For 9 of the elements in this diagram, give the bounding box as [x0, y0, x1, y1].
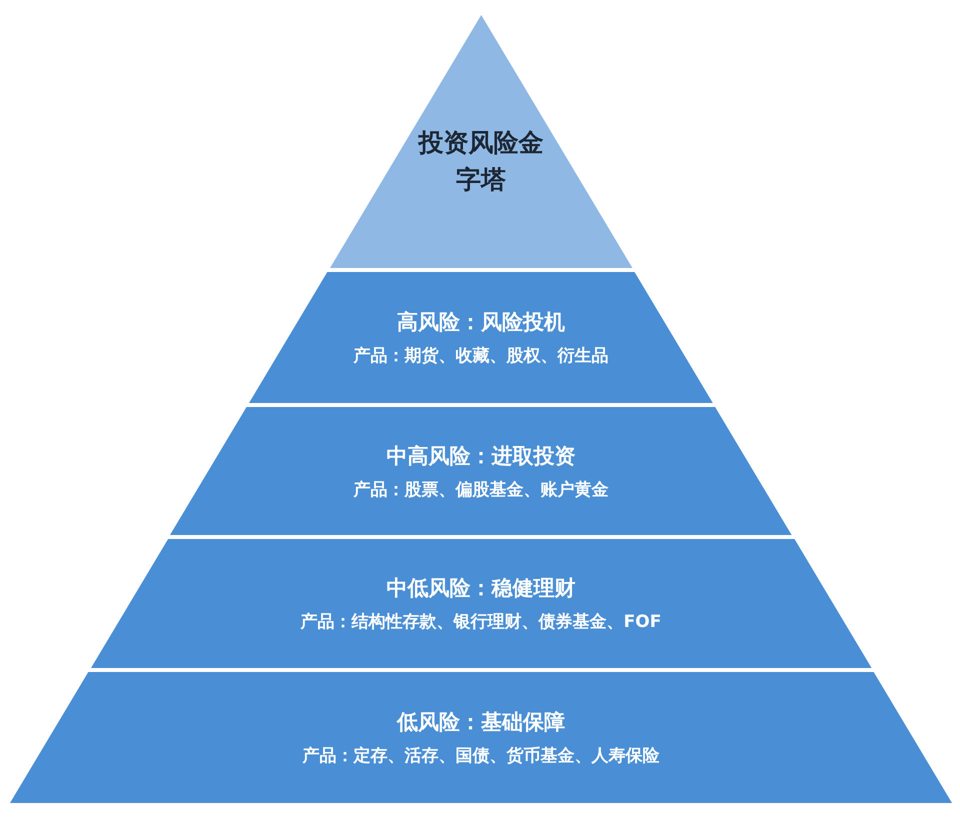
tier-heading: 中低风险：稳健理财: [386, 575, 576, 602]
pyramid-title: 投资风险金字塔: [416, 127, 544, 196]
tier-heading: 低风险：基础保障: [397, 709, 565, 736]
tier-products: 产品：股票、偏股基金、账户黄金: [353, 478, 608, 500]
tier-heading: 高风险：风险投机: [396, 309, 565, 336]
tier-products: 产品：定存、活存、国债、货币基金、人寿保险: [302, 745, 660, 767]
tier-products: 产品：期货、收藏、股权、衍生品: [353, 345, 608, 367]
tier-products: 产品：结构性存款、银行理财、债券基金、FOF: [300, 611, 662, 633]
tier-heading: 中高风险：进取投资: [386, 442, 576, 470]
